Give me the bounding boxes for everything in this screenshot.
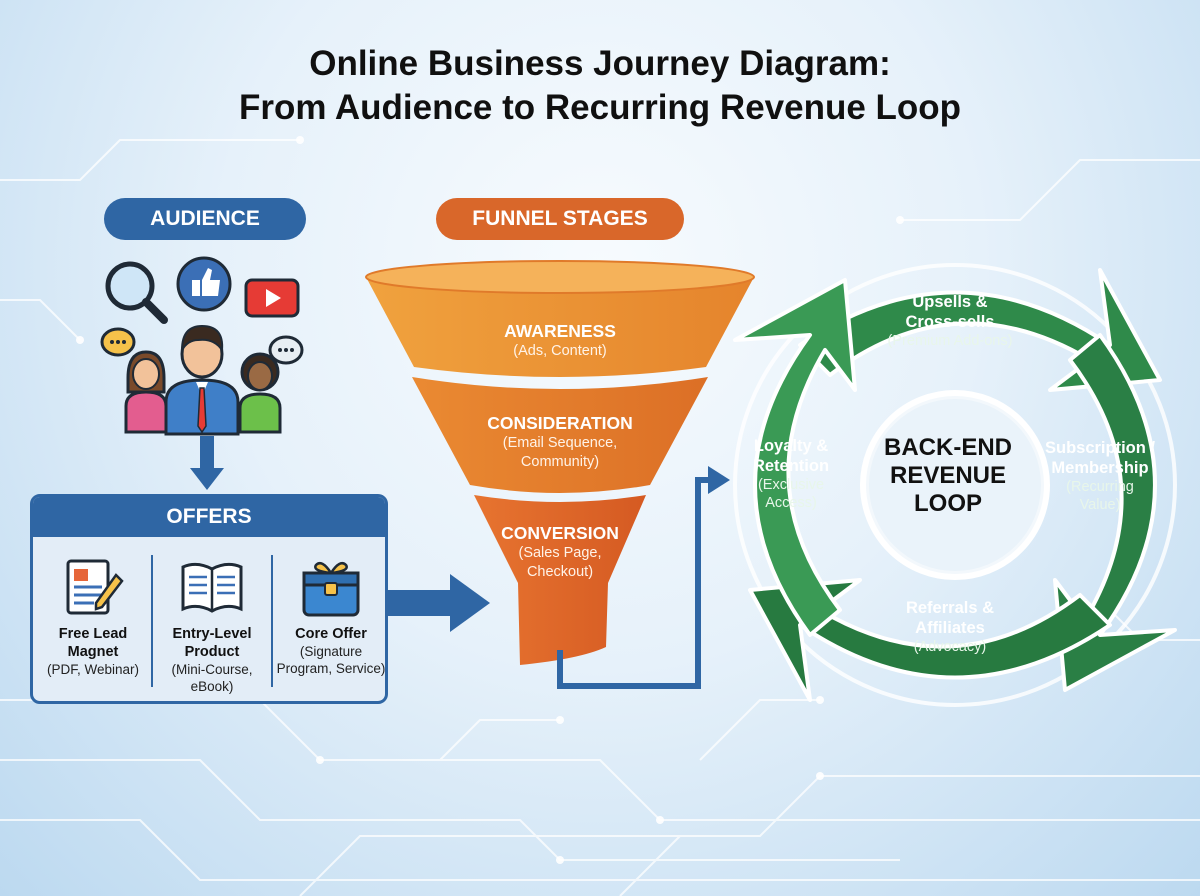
loop-item-desc: Access) — [765, 495, 817, 511]
offer-desc: (Mini-Course, eBook) — [171, 662, 253, 694]
loop-item-name: Loyalty & — [753, 437, 829, 455]
offer-desc: (Signature Program, Service) — [276, 644, 386, 676]
document-pencil-icon — [66, 559, 124, 615]
stage-desc: (Email Sequence, Community) — [502, 435, 618, 470]
loop-item-referrals: Referrals & Affiliates (Advocacy) — [870, 598, 1030, 656]
loop-item-desc: (Advocacy) — [913, 639, 987, 655]
loop-item-desc: (Exclusive — [757, 477, 825, 493]
title-line-2: From Audience to Recurring Revenue Loop — [238, 88, 962, 127]
loop-segment-loyalty — [733, 278, 857, 637]
thumbs-up-icon — [176, 256, 232, 312]
loop-item-desc: Value) — [1079, 497, 1121, 513]
offer-desc: (PDF, Webinar) — [46, 662, 140, 677]
stage-name: CONSIDERATION — [487, 413, 633, 433]
revenue-loop-ring — [733, 263, 1177, 707]
open-book-icon — [181, 562, 243, 613]
funnel-tier-consideration — [412, 377, 708, 493]
loop-item-desc: (Premium Add-ons) — [887, 333, 1013, 349]
title-line-1: Online Business Journey Diagram: — [309, 44, 891, 83]
offer-core-offer: Core Offer (Signature Program, Service) — [273, 549, 386, 699]
loop-item-subscription: Subscription / Membership (Recurring Val… — [1042, 438, 1158, 514]
loop-center-line: REVENUE — [889, 462, 1007, 489]
page-title: Online Business Journey Diagram: From Au… — [0, 42, 1200, 130]
stage-awareness: AWARENESS (Ads, Content) — [430, 320, 690, 361]
video-play-icon — [244, 278, 300, 318]
funnel-rim — [365, 260, 755, 294]
loop-center-line: LOOP — [913, 490, 982, 517]
chat-bubble-icon — [268, 335, 304, 365]
stage-consideration: CONSIDERATION (Email Sequence, Community… — [430, 412, 690, 472]
loop-item-name: Membership — [1051, 459, 1149, 477]
offer-name: Entry-Level Product — [172, 626, 252, 660]
loop-item-name: Retention — [752, 457, 830, 475]
stage-conversion: CONVERSION (Sales Page, Checkout) — [430, 522, 690, 582]
loop-item-loyalty: Loyalty & Retention (Exclusive Access) — [736, 436, 846, 512]
people-group-icon — [124, 324, 282, 436]
stage-name: CONVERSION — [501, 523, 619, 543]
loop-center-line: BACK-END — [884, 434, 1012, 461]
offers-panel: OFFERS Free Lead Magnet (PDF, Webinar) E… — [30, 494, 388, 704]
magnifier-icon — [105, 261, 168, 324]
audience-illustration — [100, 256, 304, 436]
gift-briefcase-icon — [302, 562, 360, 617]
loop-item-upsells: Upsells & Cross-sells (Premium Add-ons) — [860, 292, 1040, 350]
loop-segment-subscription — [1053, 333, 1177, 692]
offers-header: OFFERS — [33, 497, 385, 537]
offer-name: Core Offer — [295, 626, 367, 642]
stage-desc: (Sales Page, Checkout) — [518, 545, 602, 580]
loop-center-title: BACK-END REVENUE LOOP — [868, 434, 1028, 518]
loop-item-name: Upsells & — [912, 293, 988, 311]
stage-name: AWARENESS — [504, 321, 616, 341]
audience-label: AUDIENCE — [104, 198, 306, 240]
funnel-stages-label: FUNNEL STAGES — [436, 198, 684, 240]
offer-entry-level-product: Entry-Level Product (Mini-Course, eBook) — [154, 549, 270, 699]
loop-item-name: Subscription / — [1044, 439, 1155, 457]
loop-item-name: Referrals & — [905, 599, 995, 617]
offers-divider — [151, 555, 153, 687]
offer-free-lead-magnet: Free Lead Magnet (PDF, Webinar) — [35, 549, 151, 699]
offers-divider — [271, 555, 273, 687]
chat-bubble-icon — [100, 327, 136, 357]
offer-name: Free Lead Magnet — [58, 626, 128, 660]
loop-item-desc: (Recurring — [1066, 479, 1134, 495]
funnel-tier-awareness — [366, 277, 754, 377]
loop-item-name: Cross-sells — [905, 313, 995, 331]
stage-desc: (Ads, Content) — [513, 343, 607, 359]
loop-item-name: Affiliates — [915, 619, 985, 637]
